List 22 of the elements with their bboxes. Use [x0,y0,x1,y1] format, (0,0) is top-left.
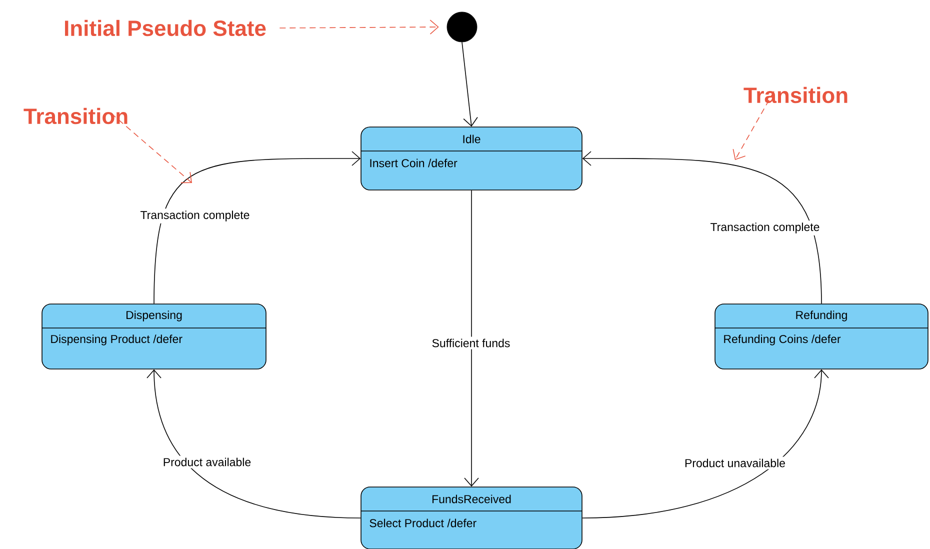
initial-state-dot [446,12,478,42]
transition-arrow [464,190,479,487]
state-box: Refunding Refunding Coins /defer [714,304,928,370]
leader-arrow [732,90,774,160]
edge-label: Product available [160,456,254,468]
transition-arrow [582,151,822,304]
annotation-text: Transition [744,86,848,104]
annotation-text: Initial Pseudo State [65,20,266,36]
edge-label: Transaction complete [138,208,252,224]
state-box: Idle Insert Coin /defer [360,126,582,190]
state-box: Dispensing Dispensing Product /defer [42,304,266,370]
transition-arrow [582,369,829,518]
leader-arrow [279,20,439,34]
edge-label: Transaction complete [708,220,822,236]
annotation-text: Transition [24,108,128,124]
edge-label: Product unavailable [682,456,788,470]
edge-label: Sufficient funds [430,336,512,350]
transition-arrow [146,369,361,518]
transition-arrow [154,151,361,304]
state-box: FundsReceived Select Product /defer [360,486,582,549]
leader-arrow [110,112,192,184]
transition-arrow [462,42,478,127]
